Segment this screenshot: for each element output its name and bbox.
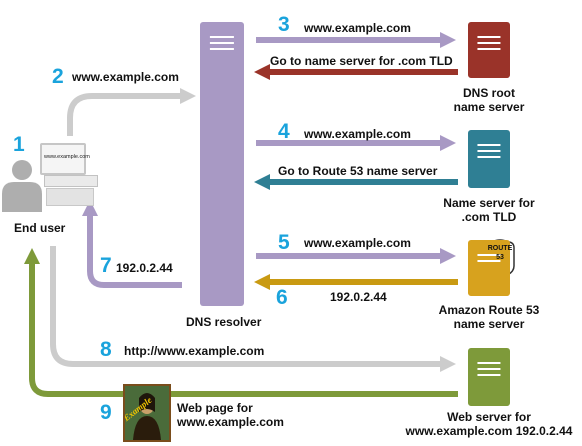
step-7-label: 192.0.2.44 (116, 261, 173, 275)
web-page-label: Web page for www.example.com (177, 401, 284, 429)
step-number-5: 5 (278, 231, 290, 254)
arrow-web-to-user (29, 262, 458, 397)
step-number-3: 3 (278, 13, 290, 36)
arrow-resolver-to-route53-head (440, 248, 456, 264)
step-number-7: 7 (100, 254, 112, 277)
tld-name-server (468, 130, 510, 188)
step-6-label: 192.0.2.44 (330, 290, 387, 304)
arrow-user-to-web-head (440, 356, 456, 372)
root-response-label: Go to name server for .com TLD (270, 54, 453, 68)
route53-name-server (468, 240, 510, 296)
arrow-root-to-resolver-head (254, 64, 270, 80)
tld-response-label: Go to Route 53 name server (278, 164, 438, 178)
arrow-web-to-user-head (24, 248, 40, 264)
root-name-server (468, 22, 510, 78)
tld-server-label: Name server for .com TLD (443, 196, 535, 224)
web-server (468, 348, 510, 406)
step-number-1: 1 (13, 133, 25, 156)
step-2-label: www.example.com (72, 70, 179, 84)
computer-base-icon (46, 188, 94, 206)
arrow-user-to-web (50, 246, 442, 367)
step-number-9: 9 (100, 401, 112, 424)
user-body (2, 182, 42, 212)
mona-lisa-painting: Example (123, 384, 171, 442)
step-number-6: 6 (276, 286, 288, 309)
monitor-icon: www.example.com (40, 143, 90, 175)
arrow-user-to-resolver (67, 93, 182, 136)
arrow-tld-to-resolver-head (254, 174, 270, 190)
arrow-user-to-resolver-head (180, 88, 196, 104)
root-server-label: DNS root name server (453, 86, 525, 114)
arrow-resolver-to-user (87, 214, 182, 288)
step-3-label: www.example.com (304, 21, 411, 35)
keyboard-icon (44, 175, 98, 187)
arrow-resolver-to-user-head (82, 200, 98, 216)
web-server-label: Web server for www.example.com 192.0.2.4… (405, 410, 573, 438)
monitor-screen-text: www.example.com (44, 154, 90, 160)
painting-figure (125, 386, 169, 440)
step-4-label: www.example.com (304, 127, 411, 141)
arrow-route53-to-resolver-head (254, 274, 270, 290)
user-head (12, 160, 32, 180)
step-5-label: www.example.com (304, 236, 411, 250)
route53-badge-text: ROUTE 53 (487, 245, 513, 261)
end-user-label: End user (14, 221, 66, 235)
dns-resolver-label: DNS resolver (186, 315, 262, 329)
arrow-resolver-to-tld-head (440, 135, 456, 151)
step-8-label: http://www.example.com (124, 344, 265, 358)
step-number-2: 2 (52, 65, 64, 88)
dns-resolver-server (200, 22, 244, 306)
step-number-8: 8 (100, 338, 112, 361)
step-number-4: 4 (278, 120, 290, 143)
route53-server-label: Amazon Route 53 name server (438, 303, 540, 331)
arrow-resolver-to-root-head (440, 32, 456, 48)
